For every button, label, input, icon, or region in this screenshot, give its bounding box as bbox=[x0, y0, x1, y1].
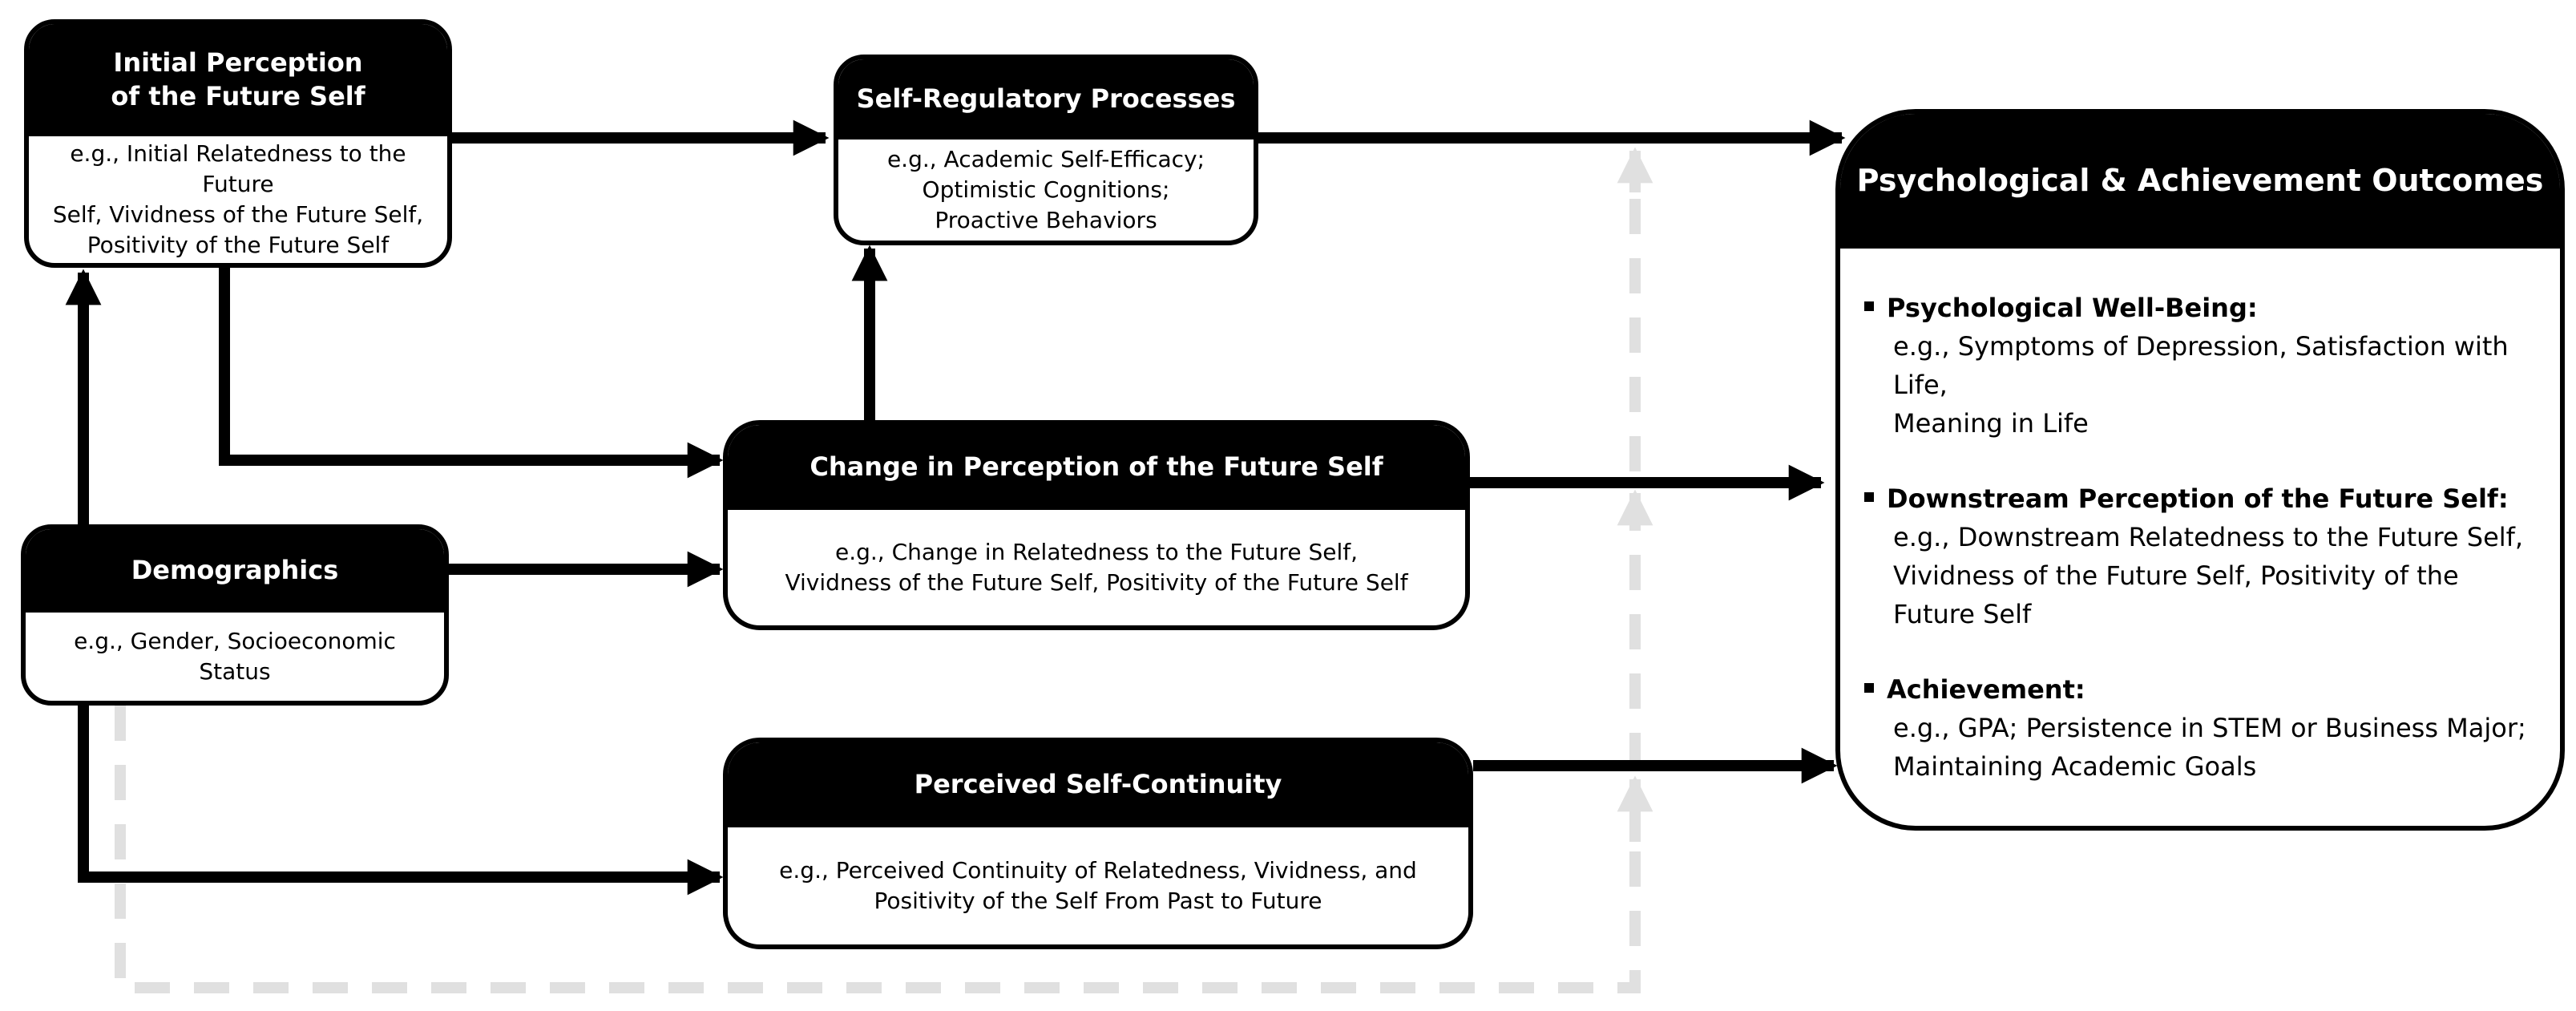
arrow-initial-to-change bbox=[219, 268, 724, 479]
outcome-item-downstream: Downstream Perception of the Future Self… bbox=[1864, 479, 2544, 633]
initial-perception-body-text: e.g., Initial Relatedness to the Future … bbox=[52, 140, 424, 258]
outcome-text-achievement: e.g., GPA; Persistence in STEM or Busine… bbox=[1893, 713, 2526, 782]
outcome-heading-achievement: Achievement: bbox=[1887, 674, 2085, 705]
outcome-text-downstream: e.g., Downstream Relatedness to the Futu… bbox=[1893, 522, 2524, 629]
self-continuity-title: Perceived Self-Continuity bbox=[728, 742, 1468, 827]
change-perception-title: Change in Perception of the Future Self bbox=[728, 425, 1465, 510]
demographics-body-text: e.g., Gender, Socioeconomic Status bbox=[74, 628, 396, 685]
outcome-heading-row: Downstream Perception of the Future Self… bbox=[1864, 479, 2544, 518]
outcome-heading-row: Achievement: bbox=[1864, 670, 2544, 709]
change-perception-body: e.g., Change in Relatedness to the Futur… bbox=[728, 510, 1465, 625]
self-continuity-body: e.g., Perceived Continuity of Relatednes… bbox=[728, 827, 1468, 944]
initial-perception-body: e.g., Initial Relatedness to the Future … bbox=[29, 136, 447, 263]
self-regulatory-title: Self-Regulatory Processes bbox=[838, 59, 1254, 140]
change-perception-body-text: e.g., Change in Relatedness to the Futur… bbox=[785, 539, 1408, 596]
outcome-heading-downstream: Downstream Perception of the Future Self… bbox=[1887, 483, 2509, 514]
dashed-path-main bbox=[115, 164, 1641, 993]
initial-perception-title: Initial Perception of the Future Self bbox=[29, 24, 447, 136]
outcome-text-wellbeing: e.g., Symptoms of Depression, Satisfacti… bbox=[1893, 331, 2509, 439]
demographics-box: Demographics e.g., Gender, Socioeconomic… bbox=[21, 524, 449, 706]
arrow-demo-to-continuity bbox=[78, 706, 724, 896]
outcome-heading-row: Psychological Well-Being: bbox=[1864, 289, 2544, 327]
bullet-icon bbox=[1864, 492, 1874, 502]
demographics-body: e.g., Gender, Socioeconomic Status bbox=[26, 613, 444, 701]
bullet-icon bbox=[1864, 301, 1874, 311]
self-regulatory-body-text: e.g., Academic Self-Efficacy; Optimistic… bbox=[886, 146, 1205, 233]
initial-perception-box: Initial Perception of the Future Self e.… bbox=[24, 19, 452, 268]
initial-perception-title-text: Initial Perception of the Future Self bbox=[111, 47, 365, 111]
outcomes-body: Psychological Well-Being: e.g., Symptoms… bbox=[1840, 249, 2560, 823]
demographics-title: Demographics bbox=[26, 529, 444, 613]
self-continuity-body-text: e.g., Perceived Continuity of Relatednes… bbox=[779, 857, 1417, 914]
self-continuity-box: Perceived Self-Continuity e.g., Perceive… bbox=[723, 738, 1473, 949]
bullet-icon bbox=[1864, 683, 1874, 693]
dashed-connector bbox=[115, 147, 1653, 993]
outcome-item-achievement: Achievement: e.g., GPA; Persistence in S… bbox=[1864, 670, 2544, 786]
self-regulatory-box: Self-Regulatory Processes e.g., Academic… bbox=[834, 55, 1258, 245]
outcomes-box: Psychological & Achievement Outcomes Psy… bbox=[1835, 109, 2565, 831]
outcome-item-wellbeing: Psychological Well-Being: e.g., Symptoms… bbox=[1864, 289, 2544, 443]
outcome-heading-wellbeing: Psychological Well-Being: bbox=[1887, 293, 2258, 323]
change-perception-box: Change in Perception of the Future Self … bbox=[723, 420, 1470, 630]
outcomes-title: Psychological & Achievement Outcomes bbox=[1840, 114, 2560, 249]
self-regulatory-body: e.g., Academic Self-Efficacy; Optimistic… bbox=[838, 140, 1254, 241]
